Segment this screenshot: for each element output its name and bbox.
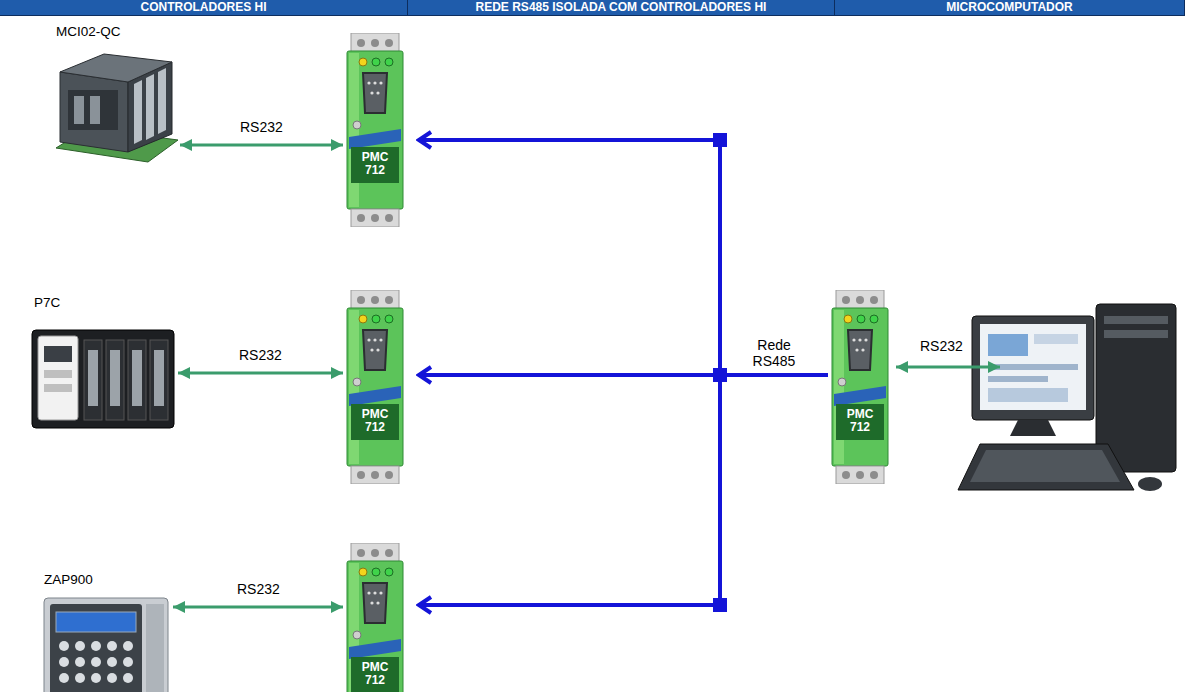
converter-device: PMC 712 [343, 33, 407, 227]
header-text: MICROCOMPUTADOR [835, 0, 1184, 15]
controller-device: P7C [28, 293, 178, 435]
converter-image [832, 290, 888, 484]
p7c-rack-image [32, 330, 174, 428]
link-label: RS232 [235, 581, 282, 597]
link-label: Rede RS485 [741, 337, 807, 369]
rs232-link [180, 144, 343, 147]
link-label: RS232 [238, 119, 285, 135]
device-name: MCI02-QC [50, 24, 121, 40]
computer-image [958, 304, 1176, 491]
controller-device: ZAP900 [38, 570, 173, 690]
rs485-link [419, 375, 828, 605]
device-model-text: PMC 712 [355, 151, 395, 177]
rs232-arrow [896, 366, 1000, 369]
converter-device: PMC 712 [828, 290, 892, 464]
device-name: ZAP900 [38, 572, 93, 588]
header-band: MICROCOMPUTADOR [835, 0, 1185, 16]
device-model-text: PMC 712 [840, 408, 880, 434]
zap900-panel-image [44, 598, 168, 692]
converter-device: PMC 712 [343, 543, 407, 690]
device-model-text: PMC 712 [355, 408, 395, 434]
header-band: CONTROLADORES HI [0, 0, 408, 16]
converter-device: PMC 712 [343, 290, 407, 464]
header-text: REDE RS485 ISOLADA COM CONTROLADORES HI [408, 0, 834, 15]
mci02-rack-image [56, 54, 178, 162]
converter-image [347, 543, 403, 692]
device-model-text: PMC 712 [355, 661, 395, 687]
device-name: P7C [28, 295, 60, 311]
converter-image [347, 33, 403, 227]
rs485-link [419, 140, 828, 375]
link-label: RS232 [237, 347, 284, 363]
converter-image [347, 290, 403, 484]
header-text: CONTROLADORES HI [0, 0, 407, 15]
link-label: RS232 [918, 338, 965, 354]
rs232-link [178, 372, 343, 375]
controller-device: MCI02-QC [50, 22, 180, 164]
rs232-link [173, 606, 343, 609]
header-band: REDE RS485 ISOLADA COM CONTROLADORES HI [408, 0, 835, 16]
